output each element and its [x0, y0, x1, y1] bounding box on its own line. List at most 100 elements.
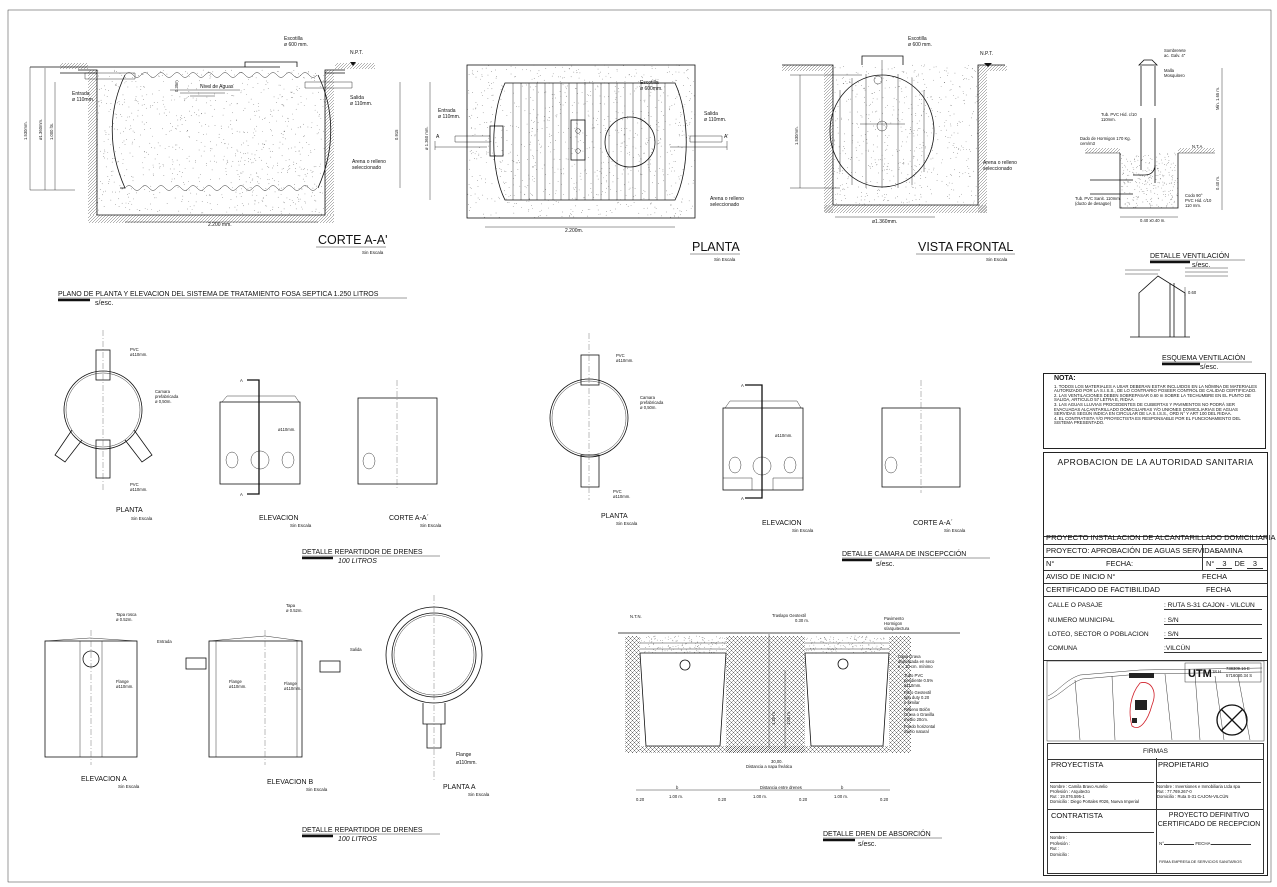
planta-salida-dim: ø 110mm.	[704, 117, 726, 123]
sand-dot	[884, 196, 886, 198]
dren-traslapo: Traslapo Geotextil	[772, 613, 806, 618]
sand-dot	[974, 102, 976, 104]
sand-dot	[147, 71, 148, 73]
sand-dot	[540, 145, 542, 147]
sand-dot	[468, 74, 470, 75]
sand-dot	[931, 96, 933, 98]
sand-dot	[841, 78, 843, 80]
sand-dot	[883, 193, 885, 195]
hatch-line	[725, 640, 806, 721]
hatch-line	[100, 214, 110, 224]
sand-dot	[551, 94, 553, 95]
corte-aa-title: CORTE A-A'	[318, 233, 388, 247]
hatch-line	[87, 117, 98, 128]
hatch-line	[92, 210, 98, 216]
sand-dot	[222, 159, 224, 161]
sand-dot	[976, 94, 978, 96]
hatch-line	[725, 635, 791, 701]
sand-dot	[573, 187, 574, 189]
sand-dot	[650, 202, 652, 204]
sand-dot	[882, 645, 884, 646]
sand-dot	[270, 110, 272, 112]
sand-dot	[831, 651, 833, 652]
sand-dot	[537, 122, 539, 123]
esquema-title: ESQUEMA VENTILACIÓN	[1162, 353, 1245, 362]
sand-dot	[1166, 206, 1167, 208]
rep2-salida: Salida	[350, 647, 362, 652]
sand-dot	[863, 652, 865, 653]
sand-dot	[188, 135, 190, 137]
sand-dot	[289, 168, 291, 169]
sand-dot	[926, 132, 927, 134]
sand-dot	[144, 208, 146, 210]
sand-dot	[238, 160, 239, 162]
sand-dot	[502, 110, 504, 111]
hatch-line	[87, 75, 98, 86]
sand-dot	[601, 168, 603, 170]
sand-dot	[1134, 189, 1136, 190]
sand-dot	[971, 134, 972, 136]
sand-dot	[845, 198, 846, 199]
sand-dot	[295, 88, 297, 90]
sand-dot	[634, 194, 636, 196]
hatch-line	[977, 187, 988, 198]
hatch-line	[238, 214, 248, 224]
sand-dot	[277, 97, 279, 99]
hatch-line	[87, 195, 98, 206]
vent-sombrerete: Sombrerete	[1164, 48, 1187, 53]
sand-dot	[895, 197, 896, 199]
sand-dot	[927, 171, 929, 173]
sand-dot	[209, 77, 211, 79]
sand-dot	[643, 190, 645, 191]
sand-dot	[917, 81, 919, 83]
sand-dot	[664, 86, 665, 88]
sand-dot	[314, 183, 316, 185]
sand-dot	[971, 76, 973, 77]
sand-dot	[241, 188, 242, 190]
sand-dot	[469, 168, 470, 170]
sand-dot	[317, 91, 319, 93]
sand-dot	[686, 651, 688, 653]
sand-dot	[475, 151, 477, 152]
sand-dot	[689, 637, 690, 639]
sand-dot	[1147, 175, 1148, 177]
hatch-line	[329, 210, 335, 216]
sand-dot	[247, 131, 248, 133]
sand-dot	[129, 152, 131, 154]
sand-dot	[910, 104, 912, 105]
sand-dot	[541, 168, 543, 170]
sand-dot	[252, 178, 254, 180]
sand-dot	[1164, 195, 1166, 197]
sand-dot	[109, 126, 111, 128]
sand-dot	[314, 77, 316, 79]
sand-dot	[265, 140, 267, 142]
sand-dot	[690, 85, 691, 86]
sand-dot	[1161, 199, 1163, 201]
sand-dot	[605, 214, 607, 216]
sand-dot	[1135, 172, 1137, 174]
sand-dot	[578, 77, 580, 79]
vent-tubo: Tub. PVC Hid. c/10	[1101, 112, 1137, 117]
hatch-line	[977, 139, 988, 150]
sand-dot	[945, 136, 947, 137]
sand-dot	[909, 193, 911, 194]
hatch-line	[244, 214, 254, 224]
sand-dot	[485, 67, 487, 69]
sand-dot	[893, 109, 895, 111]
sand-dot	[648, 646, 650, 647]
sand-dot	[861, 636, 863, 638]
hatch-line	[624, 660, 641, 677]
sand-dot	[677, 640, 678, 642]
sand-dot	[162, 96, 164, 98]
sand-dot	[963, 93, 964, 94]
sand-dot	[620, 96, 622, 97]
hatch-line	[725, 736, 743, 754]
hatch-line	[644, 745, 653, 754]
hatch-line	[744, 692, 806, 754]
main-scale: s/esc.	[95, 300, 113, 307]
sand-dot	[847, 167, 848, 169]
hatch-line	[920, 204, 930, 214]
sand-dot	[226, 211, 228, 213]
sand-dot	[573, 189, 575, 190]
hatch-line	[624, 635, 634, 645]
